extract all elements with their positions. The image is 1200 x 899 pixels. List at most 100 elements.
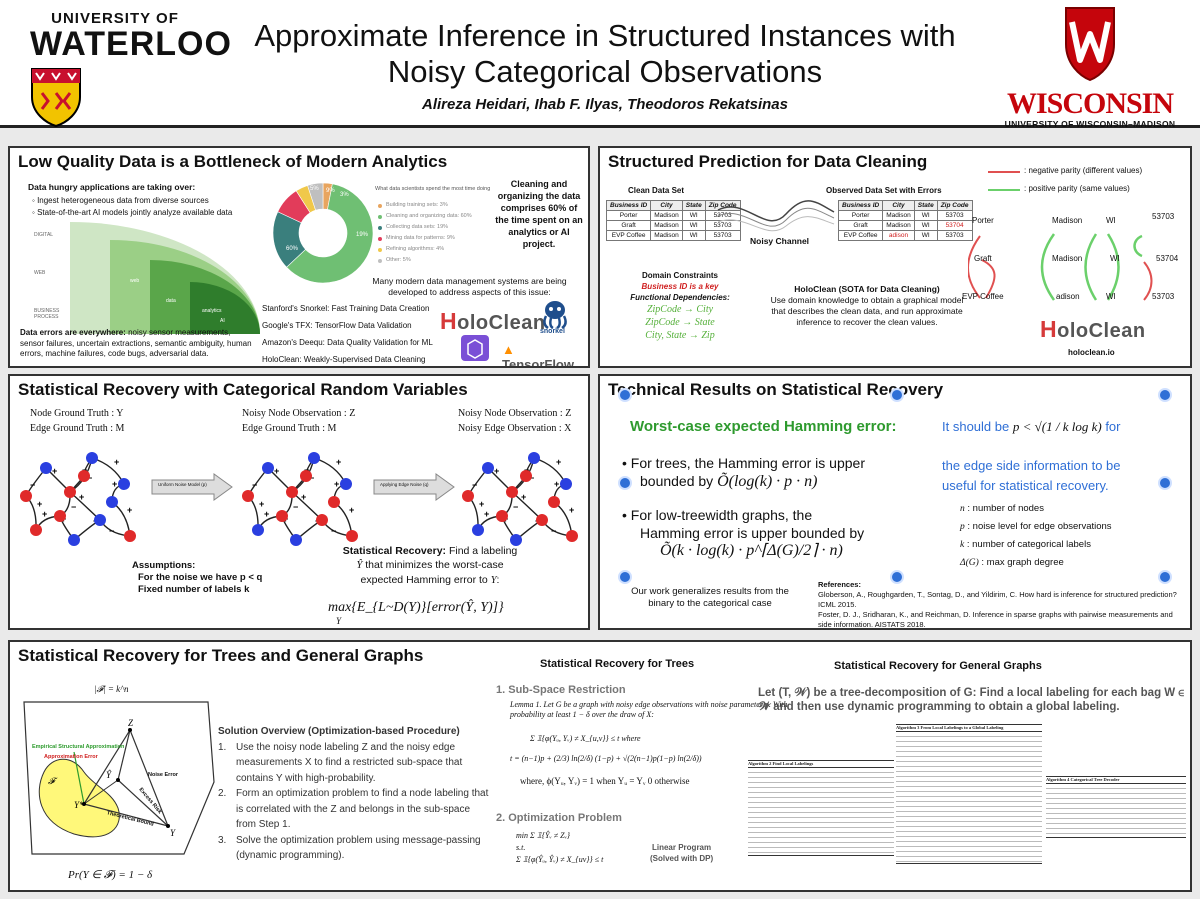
sol-num: 3. — [218, 834, 227, 846]
edge-sign: + — [479, 499, 484, 509]
lp-line-2: (Solved with DP) — [650, 854, 714, 863]
graph-node — [346, 530, 358, 542]
fd-2: ZipCode → State — [645, 317, 715, 328]
legend-dot — [378, 203, 382, 208]
g1-label-2: Edge Ground Truth : M — [30, 423, 125, 434]
holoclean-logo-2: HoloClean — [1040, 316, 1146, 343]
title-line-1: Approximate Inference in Structured Inst… — [254, 18, 956, 53]
optimization-head: 2. Optimization Problem — [496, 812, 622, 824]
sr-text-2: that minimizes the worst-case — [365, 559, 504, 571]
edge-sign: + — [42, 509, 47, 519]
g3-label-2: Noisy Edge Observation : X — [458, 423, 572, 434]
parity-legend-lines — [988, 171, 1020, 191]
graph-node — [566, 530, 578, 542]
g2-label-2: Edge Ground Truth : M — [242, 423, 337, 434]
fd-1: ZipCode → City — [646, 304, 714, 315]
graph-2-noisy-nodes: −++−++−++−++−++ — [242, 452, 358, 546]
lemma-1: Lemma 1. Let G be a graph with noisy edg… — [510, 700, 788, 719]
selection-handle[interactable] — [1158, 388, 1172, 402]
lemma-t: t = (n−1)p + (2/3) ln(2/δ) (1−p) + √(2(n… — [510, 754, 702, 763]
graph-node — [64, 486, 76, 498]
edge-sign: + — [484, 509, 489, 519]
selection-handle[interactable] — [1158, 476, 1172, 490]
sym-d: Δ(G) — [960, 558, 979, 568]
edge-sign: + — [114, 457, 119, 467]
selection-handle[interactable] — [890, 388, 904, 402]
panel-structured-prediction: Structured Prediction for Data Cleaning … — [598, 146, 1192, 368]
graph-graft: Graft — [974, 254, 992, 263]
edge-sign: − — [304, 465, 309, 475]
graph-node — [252, 524, 264, 536]
graph-1-labels: Node Ground Truth : Y Edge Ground Truth … — [30, 406, 124, 436]
panel-trees-general-graphs: Statistical Recovery for Trees and Gener… — [8, 640, 1192, 892]
edge-sign: + — [127, 505, 132, 515]
algorithm-3: Algorithm 3 From Local Labelings to a Gl… — [896, 724, 1042, 864]
wisconsin-logo: WISCONSIN UNIVERSITY OF WISCONSIN–MADISO… — [1000, 4, 1180, 129]
sym-n: n — [960, 504, 965, 514]
selection-handle[interactable] — [618, 476, 632, 490]
graph-node — [124, 530, 136, 542]
cell: WI — [913, 220, 938, 231]
edge-sign: + — [349, 505, 354, 515]
selection-handle[interactable] — [618, 570, 632, 584]
assumption-1: For the noise we have p < q — [138, 572, 263, 583]
donut-legend-item: Mining data for patterns: 9% — [378, 233, 508, 244]
cell: WI — [681, 230, 706, 241]
donut-legend-item: Building training sets: 3% — [378, 200, 508, 211]
trees-bound-formula: Õ(log(k) · p · n) — [717, 473, 818, 490]
edge-sign: − — [82, 465, 87, 475]
legend-text: Refining algorithms: 4% — [386, 246, 445, 252]
reference-2: Foster, D. J., Sridharan, K., and Reichm… — [818, 610, 1173, 629]
graph-node — [520, 470, 532, 482]
selection-handle[interactable] — [618, 388, 632, 402]
donut-legend-item: Other: 5% — [378, 255, 508, 266]
poster-authors: Alireza Heidari, Ihab F. Ilyas, Theodoro… — [422, 96, 788, 113]
legend-n: : number of nodes — [967, 503, 1044, 514]
graph-evp-coffee: EVP Coffee — [962, 292, 1004, 301]
g1-label-1: Node Ground Truth : Y — [30, 408, 124, 419]
legend-text: Collecting data sets: 19% — [386, 224, 449, 230]
quad-label-business: BUSINESS PROCESS — [34, 308, 60, 320]
parity-graph-edges — [968, 233, 1153, 301]
edge-sign: − — [109, 526, 114, 536]
selection-handle[interactable] — [1158, 570, 1172, 584]
legend-text: Cleaning and organizing data: 60% — [386, 213, 472, 219]
graph-node — [300, 470, 312, 482]
legend-dot — [378, 236, 382, 241]
graph-madison-2: Madison — [1052, 254, 1083, 263]
edge-sign: + — [52, 466, 57, 476]
donut-slice — [307, 182, 324, 211]
edge-sign: + — [521, 492, 526, 502]
cell: Madison — [650, 230, 683, 241]
graph-node — [20, 490, 32, 502]
edge-sign: − — [551, 526, 556, 536]
edge-sign: + — [301, 492, 306, 502]
hungry-bullet-2: ◦ State-of-the-art AI models jointly ana… — [32, 208, 233, 217]
col-header: City — [650, 200, 683, 211]
domain-constraints: Domain Constraints Business ID is a key … — [620, 270, 740, 342]
graph-node — [276, 510, 288, 522]
cell: EVP Coffee — [837, 230, 884, 241]
graph-node — [262, 462, 274, 474]
linear-program-note: Linear Program (Solved with DP) — [650, 842, 713, 864]
edge-sign: + — [264, 509, 269, 519]
svg-text:Z: Z — [128, 718, 134, 728]
quad-label-digital: DIGITAL — [34, 232, 54, 238]
selection-handle[interactable] — [890, 570, 904, 584]
graph-node — [40, 462, 52, 474]
col-header: State — [681, 200, 706, 211]
holoclean-url[interactable]: holoclean.io — [1068, 348, 1115, 357]
errors-head: Data errors are everywhere: — [20, 328, 126, 337]
graph-node — [94, 514, 106, 526]
donut-legend-item: Refining algorithms: 4% — [378, 244, 508, 255]
donut-label: 60% — [286, 246, 299, 252]
noisy-channel-label: Noisy Channel — [750, 236, 810, 246]
fig-approx-error: Approximation Error — [44, 754, 98, 760]
system-holoclean: HoloClean: Weakly-Supervised Data Cleani… — [262, 355, 426, 364]
holoclean-logo-h: H — [440, 308, 458, 334]
y-hat-symbol: Ŷ — [356, 560, 363, 571]
recovery-formula-sub: Y — [336, 616, 342, 626]
